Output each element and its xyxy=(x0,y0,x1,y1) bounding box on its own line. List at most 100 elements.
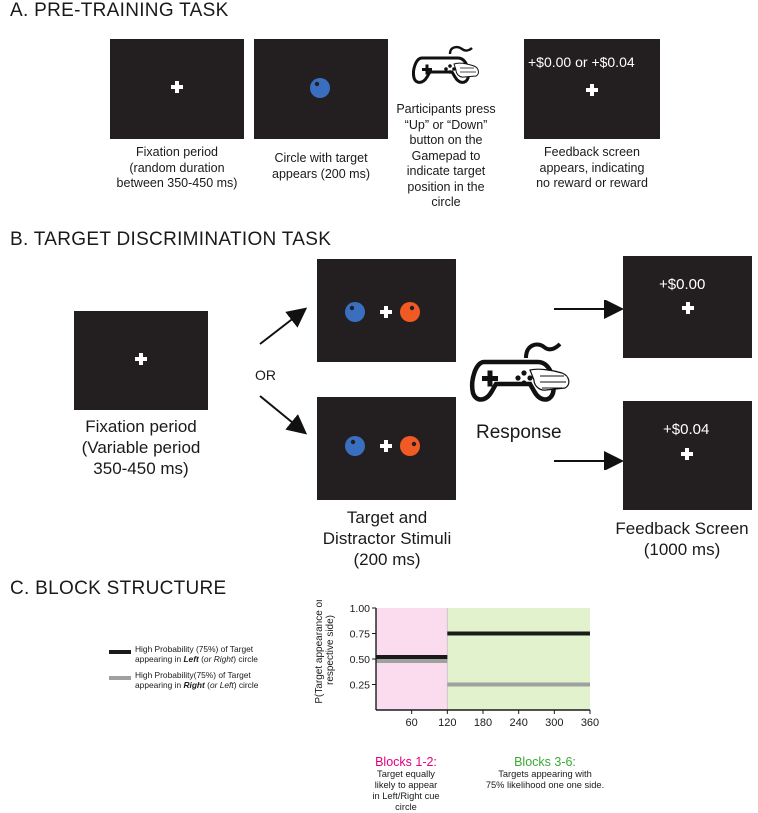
caption-line: Targets appearing with xyxy=(498,769,592,779)
fixation-cross xyxy=(171,81,183,93)
stimuli-screen-top xyxy=(317,259,456,362)
caption-line: position in the xyxy=(407,179,485,194)
blocks-3-6-note: Blocks 3-6: Targets appearing with 75% l… xyxy=(470,755,620,791)
feedback-value-top: +$0.00 xyxy=(659,276,706,293)
caption-line: Target and xyxy=(346,508,428,527)
caption-line: Participants press xyxy=(396,102,496,116)
blocks-1-2-note: Blocks 1-2: Target equally likely to app… xyxy=(356,755,456,813)
feedback-screen-top: +$0.00 xyxy=(623,256,752,358)
caption-line: between 350-450 ms) xyxy=(116,176,238,190)
y-tick-label: 1.00 xyxy=(350,603,371,615)
blocks-1-2-title: Blocks 1-2: xyxy=(375,755,437,769)
legend-text: Left xyxy=(183,654,199,664)
legend-text: ) circle xyxy=(233,680,259,690)
legend-text: High Probability(75%) of Target xyxy=(135,670,251,680)
legend-text: or Left xyxy=(209,680,234,690)
caption-line: “Up” or “Down” xyxy=(404,117,488,132)
caption-line: appears (200 ms) xyxy=(272,166,370,181)
caption-line: no reward or reward xyxy=(536,176,648,190)
legend-text: ( xyxy=(204,680,210,690)
blocks-1-2-caption: Target equally likely to appear in Left/… xyxy=(356,769,456,813)
caption-line: appears, indicating xyxy=(539,160,645,175)
legend-text: ) circle xyxy=(233,654,258,664)
x-tick-label: 180 xyxy=(474,717,492,729)
feedback-value-bottom: +$0.04 xyxy=(663,421,710,438)
legend-swatch-gray xyxy=(109,676,131,680)
section-a-heading: A. PRE-TRAINING TASK xyxy=(10,0,229,21)
caption-line: (random duration xyxy=(129,160,225,175)
fixation-cross xyxy=(135,353,147,365)
caption-line: circle xyxy=(431,195,461,209)
fixation-caption-a: Fixation period (random duration between… xyxy=(100,145,254,192)
y-tick-label: 0.25 xyxy=(350,680,371,692)
caption-line: Distractor Stimuli xyxy=(322,529,452,548)
caption-line: Feedback screen xyxy=(544,145,640,159)
fixation-screen-b xyxy=(74,311,208,410)
blue-target-circle xyxy=(310,78,330,98)
caption-line: 75% likelihood one one side. xyxy=(485,780,605,790)
caption-line: Feedback Screen xyxy=(615,519,749,538)
caption-line: (200 ms) xyxy=(353,550,421,569)
legend-text: appearing in xyxy=(135,654,184,664)
feedback-screen-a: +$0.00 or +$0.04 xyxy=(524,39,660,139)
gamepad-icon xyxy=(470,342,570,402)
feedback-caption-b: Feedback Screen (1000 ms) xyxy=(606,518,758,560)
stimuli-screen-bottom xyxy=(317,397,456,500)
fixation-caption-b: Fixation period (Variable period 350-450… xyxy=(48,416,234,479)
legend-swatch-black xyxy=(109,650,131,654)
y-tick-label: 0.50 xyxy=(350,654,371,666)
fixation-cross xyxy=(681,448,693,460)
caption-line: 350-450 ms) xyxy=(93,459,189,478)
caption-line: (Variable period xyxy=(81,438,201,457)
feedback-arrows xyxy=(554,300,624,470)
stimuli-circles xyxy=(345,302,420,322)
circle-caption: Circle with target appears (200 ms) xyxy=(250,151,392,182)
legend: High Probability (75%) of Target appeari… xyxy=(109,644,309,690)
fixation-cross xyxy=(682,302,694,314)
caption-line: Fixation period xyxy=(136,145,218,159)
or-label: OR xyxy=(255,367,276,383)
feedback-screen-bottom: +$0.04 xyxy=(623,401,752,510)
stimuli-circles xyxy=(345,436,420,456)
fixation-screen-a xyxy=(110,39,244,139)
caption-line: circle xyxy=(395,802,417,812)
legend-item-black: High Probability (75%) of Target appeari… xyxy=(109,644,309,664)
chart-plot-area: 0.25 0.50 0.75 1.00 60 120 180 240 300 360 xyxy=(350,603,600,729)
y-axis-label-line: respective side) xyxy=(325,615,336,685)
x-tick-label: 360 xyxy=(581,717,599,729)
legend-text: ( xyxy=(198,654,204,664)
stimuli-caption: Target and Distractor Stimuli (200 ms) xyxy=(300,507,474,570)
section-b-heading: B. TARGET DISCRIMINATION TASK xyxy=(10,229,332,250)
arrow-down xyxy=(259,395,308,435)
caption-line: Target equally xyxy=(377,769,435,779)
legend-item-gray: High Probability(75%) of Target appearin… xyxy=(109,670,309,690)
section-c-heading: C. BLOCK STRUCTURE xyxy=(10,578,227,599)
x-tick-label: 300 xyxy=(545,717,563,729)
caption-line: Gamepad to xyxy=(411,148,481,163)
arrow-up xyxy=(259,307,308,345)
gamepad-icon xyxy=(412,45,479,84)
blocks-3-6-title: Blocks 3-6: xyxy=(514,755,576,769)
x-tick-label: 120 xyxy=(438,717,456,729)
x-tick-label: 60 xyxy=(406,717,418,729)
feedback-caption-a: Feedback screen appears, indicating no r… xyxy=(512,145,672,192)
legend-text: Right xyxy=(183,680,205,690)
circle-target-screen xyxy=(254,39,388,139)
caption-line: Circle with target xyxy=(274,151,368,165)
y-axis-label-line: P(Target appearance on xyxy=(314,600,325,704)
y-tick-label: 0.75 xyxy=(350,629,371,641)
chart-region-2 xyxy=(447,608,590,710)
caption-line: (1000 ms) xyxy=(643,540,721,559)
branch-arrows xyxy=(259,307,308,435)
legend-text: High Probability (75%) of Target xyxy=(135,644,254,654)
response-label: Response xyxy=(476,422,562,443)
x-tick-label: 240 xyxy=(509,717,527,729)
block-structure-chart: P(Target appearance on respective side) … xyxy=(314,600,600,729)
caption-line: indicate target xyxy=(406,164,486,178)
legend-text: appearing in xyxy=(135,680,184,690)
legend-text: or Right xyxy=(203,654,234,664)
caption-line: Fixation period xyxy=(85,417,197,436)
caption-line: in Left/Right cue xyxy=(372,791,440,801)
caption-line: button on the xyxy=(409,133,483,147)
blocks-3-6-caption: Targets appearing with 75% likelihood on… xyxy=(470,769,620,791)
